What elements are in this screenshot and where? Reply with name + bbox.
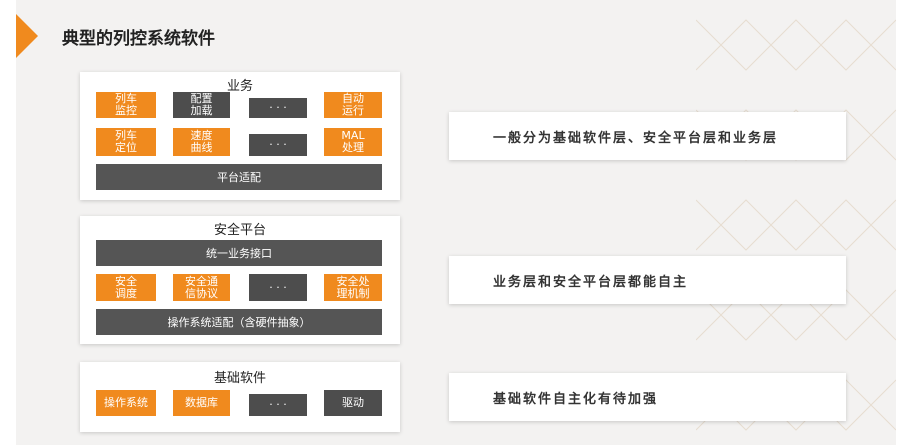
module-config-load: 配置 加载: [173, 92, 230, 118]
module-safety-protocol: 安全通 信协议: [173, 274, 230, 301]
module-ellipsis: · · ·: [249, 98, 307, 118]
safety-platform-panel: 安全平台 统一业务接口 安全 调度 安全通 信协议 · · · 安全处 理机制 …: [80, 216, 400, 344]
module-database: 数据库: [173, 390, 230, 416]
module-operating-system: 操作系统: [96, 390, 156, 416]
module-safety-dispatch: 安全 调度: [96, 274, 156, 301]
os-adapter-bar: 操作系统适配（含硬件抽象）: [96, 309, 382, 335]
business-layer-panel: 业务 列车 监控 配置 加载 · · · 自动 运行 列车 定位 速度 曲线 ·…: [80, 72, 400, 200]
title-accent-triangle: [16, 14, 38, 58]
module-speed-curve: 速度 曲线: [173, 128, 230, 156]
base-software-panel: 基础软件 操作系统 数据库 · · · 驱动: [80, 362, 400, 432]
platform-adapter-bar: 平台适配: [96, 164, 382, 190]
note-card-autonomy: 业务层和安全平台层都能自主: [449, 256, 846, 304]
module-driver: 驱动: [324, 390, 382, 416]
module-train-position: 列车 定位: [96, 128, 156, 156]
module-safety-mechanism: 安全处 理机制: [324, 274, 382, 301]
module-auto-run: 自动 运行: [324, 92, 382, 118]
module-ellipsis: · · ·: [249, 274, 307, 301]
page-title: 典型的列控系统软件: [62, 29, 215, 49]
business-layer-title: 业务: [226, 79, 253, 94]
module-ellipsis: · · ·: [249, 134, 307, 156]
module-ellipsis: · · ·: [249, 394, 307, 416]
safety-platform-title: 安全平台: [213, 223, 266, 238]
module-mal-processing: MAL 处理: [324, 128, 382, 156]
module-train-monitor: 列车 监控: [96, 92, 156, 118]
base-software-title: 基础软件: [213, 371, 266, 386]
note-card-layers: 一般分为基础软件层、安全平台层和业务层: [449, 112, 846, 160]
note-card-base-software: 基础软件自主化有待加强: [449, 373, 846, 421]
unified-interface-bar: 统一业务接口: [96, 240, 382, 266]
